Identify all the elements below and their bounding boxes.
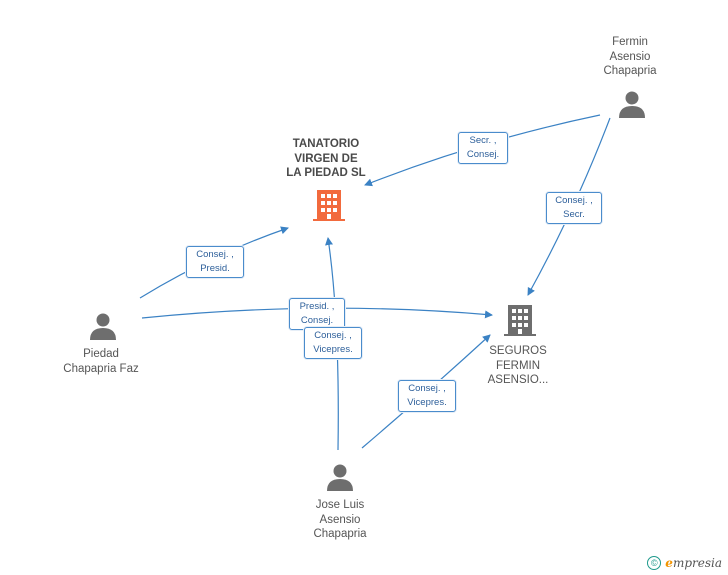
- edge-label-fermin-seguros: Consej. , Secr.: [546, 192, 602, 224]
- copyright-icon: ©: [647, 556, 662, 570]
- edge-label-fermin-tanatorio: Secr. , Consej.: [458, 132, 508, 164]
- edge-label-piedad-tanatorio: Consej. , Presid.: [186, 246, 244, 278]
- node-label-piedad[interactable]: Piedad Chapapria Faz: [63, 348, 139, 375]
- person-icon-fermin[interactable]: [619, 91, 645, 119]
- person-icon-jose[interactable]: [327, 464, 353, 492]
- person-icon-piedad[interactable]: [90, 313, 116, 341]
- node-label-fermin[interactable]: Fermin Asensio Chapapria: [603, 36, 657, 77]
- edge-label-jose-seguros: Consej. , Vicepres.: [398, 380, 456, 412]
- node-label-tanatorio[interactable]: TANATORIO VIRGEN DE LA PIEDAD SL: [286, 138, 366, 179]
- node-label-jose[interactable]: Jose Luis Asensio Chapapria: [313, 499, 367, 540]
- footer-brand: © empresia: [647, 556, 722, 570]
- edge-label-piedad-seguros: Presid. , Consej.: [289, 298, 345, 330]
- brand-logo[interactable]: empresia: [665, 556, 722, 570]
- edge-label-jose-tanatorio: Consej. , Vicepres.: [304, 327, 362, 359]
- node-label-seguros[interactable]: SEGUROS FERMIN ASENSIO...: [487, 345, 549, 386]
